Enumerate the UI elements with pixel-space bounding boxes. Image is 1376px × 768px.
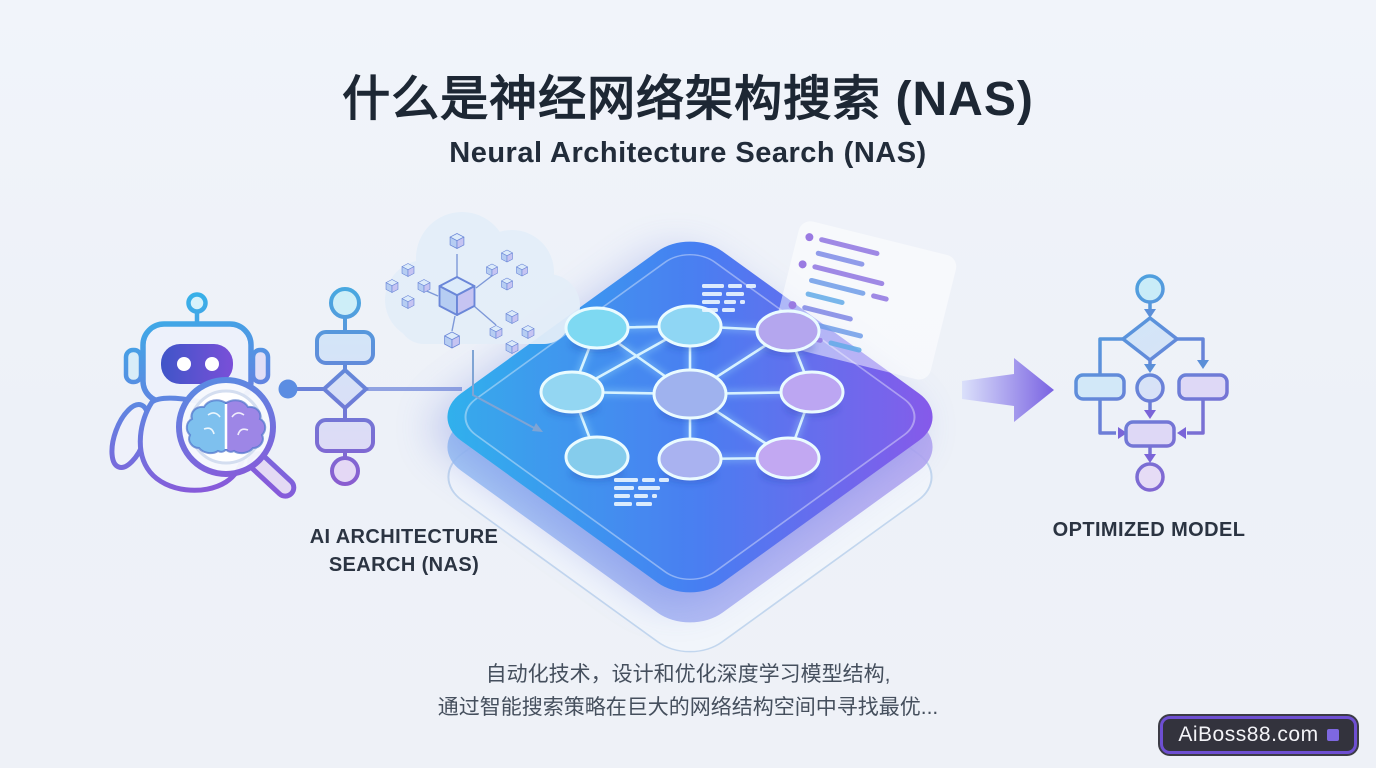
robot-icon (109, 292, 297, 499)
robot-eye-left (177, 357, 191, 371)
transform-arrow-icon (962, 358, 1054, 422)
watermark-text: AiBoss88.com (1178, 723, 1319, 746)
watermark-square-icon (1326, 729, 1339, 741)
connector-dot (278, 379, 298, 399)
description-line1: 自动化技术，设计和优化深度学习模型结构, (485, 663, 891, 686)
robot-ear-right (250, 347, 271, 385)
robot-arm (109, 402, 151, 470)
magnifier-icon (176, 377, 297, 499)
description-text: 自动化技术，设计和优化深度学习模型结构, 通过智能搜索策略在巨大的网络结构空间中… (0, 658, 1376, 724)
page-subtitle: Neural Architecture Search (NAS) (449, 137, 927, 169)
search-flowchart-icon (278, 287, 462, 486)
watermark-badge: AiBoss88.com (1160, 716, 1357, 754)
brain-icon (185, 399, 267, 455)
optimized-flowchart-icon (1074, 274, 1229, 492)
robot-visor (161, 344, 233, 384)
cube-cluster-icon (385, 233, 535, 354)
robot-eye-right (205, 357, 219, 371)
description-line2: 通过智能搜索策略在巨大的网络结构空间中寻找最优... (437, 696, 939, 719)
robot-head (140, 321, 254, 405)
left-label-line2: SEARCH (NAS) (328, 554, 480, 576)
page-title: 什么是神经网络架构搜索 (NAS) (342, 73, 1034, 126)
left-flowchart-label: AI ARCHITECTURE SEARCH (NAS) (254, 523, 554, 579)
robot-body (137, 395, 246, 493)
robot-ear-left (123, 347, 144, 385)
left-label-line1: AI ARCHITECTURE (309, 526, 499, 548)
right-flowchart-label: OPTIMIZED MODEL (1052, 519, 1246, 541)
